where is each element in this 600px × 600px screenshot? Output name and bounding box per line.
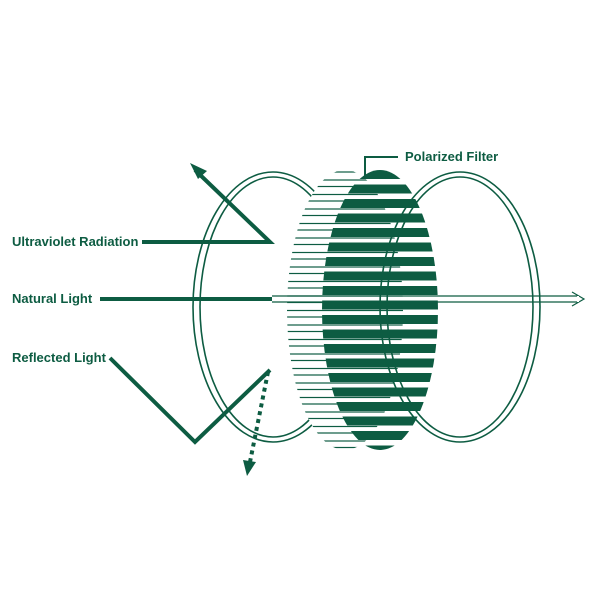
back-stripe bbox=[287, 185, 403, 196]
filter-stripe bbox=[322, 329, 438, 339]
filter-stripe bbox=[322, 358, 438, 368]
right-lens-ring bbox=[379, 171, 541, 443]
label-reflected-light: Reflected Light bbox=[12, 350, 107, 365]
back-stripe bbox=[287, 446, 403, 450]
back-stripe bbox=[287, 171, 403, 181]
filter-stripe bbox=[322, 199, 438, 208]
filter-stripe bbox=[322, 402, 438, 411]
filter-stripe bbox=[322, 228, 438, 237]
filter-stripe bbox=[322, 184, 438, 194]
label-natural-light: Natural Light bbox=[12, 291, 93, 306]
natural-light-ray bbox=[100, 291, 586, 307]
filter-stripe bbox=[322, 373, 438, 382]
filter-stripe bbox=[322, 170, 438, 179]
filter-stripe bbox=[322, 344, 438, 353]
ultraviolet-ray bbox=[142, 163, 275, 244]
back-stripe bbox=[287, 432, 403, 442]
filter-stripe bbox=[322, 213, 438, 223]
filter-stripe bbox=[322, 387, 438, 397]
label-ultraviolet-radiation: Ultraviolet Radiation bbox=[12, 234, 138, 249]
filter-stripe bbox=[322, 242, 438, 252]
polarized-filter-leader bbox=[364, 156, 398, 178]
filter-back-stripes bbox=[287, 170, 403, 450]
reflected-light-ray bbox=[108, 356, 272, 476]
filter-stripe bbox=[322, 416, 438, 426]
filter-stripe bbox=[322, 271, 438, 281]
filter-stripe bbox=[322, 431, 438, 440]
filter-stripe bbox=[322, 445, 438, 450]
label-polarized-filter: Polarized Filter bbox=[405, 149, 498, 164]
filter-stripe bbox=[322, 257, 438, 266]
